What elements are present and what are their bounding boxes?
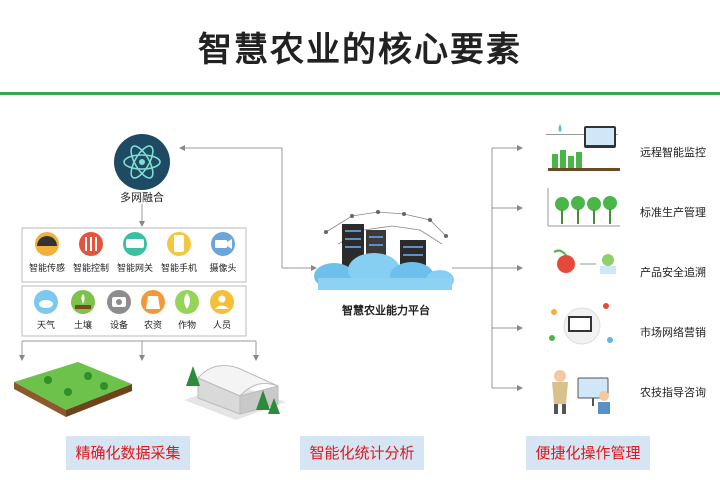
camera-icon xyxy=(215,240,227,248)
source-row: 天气 土壤 设备 农资 作物 人员 xyxy=(34,290,234,331)
svg-text:智能手机: 智能手机 xyxy=(161,262,197,274)
right-item-label: 市场网络营销 xyxy=(640,325,706,339)
svg-text:天气: 天气 xyxy=(37,319,55,331)
right-item: 农技指导咨询 xyxy=(552,370,706,414)
hub-atom-icon xyxy=(114,134,170,190)
svg-text:设备: 设备 xyxy=(110,319,128,331)
source-item: 作物 xyxy=(175,290,199,331)
source-item: 农资 xyxy=(141,290,165,331)
title-underline xyxy=(0,92,720,95)
source-item: 人员 xyxy=(210,290,234,331)
bottom-label-data-collection: 精确化数据采集 xyxy=(66,436,190,470)
control-panel-icon xyxy=(85,237,97,251)
source-item: 土壤 xyxy=(71,290,95,331)
device-item: 智能网关 xyxy=(117,232,153,274)
svg-text:智能传感: 智能传感 xyxy=(29,262,65,274)
monitoring-icon xyxy=(546,124,620,171)
production-icon xyxy=(547,188,620,227)
svg-text:人员: 人员 xyxy=(213,320,231,331)
page-title: 智慧农业的核心要素 xyxy=(198,30,522,70)
device-row: 智能传感 智能控制 智能网关 智能手机 摄像头 xyxy=(29,232,237,274)
soil-icon xyxy=(75,305,91,309)
marketing-icon xyxy=(549,303,613,345)
right-item: 标准生产管理 xyxy=(547,188,706,227)
right-item-label: 产品安全追溯 xyxy=(640,265,706,279)
bottom-label-management: 便捷化操作管理 xyxy=(526,436,650,470)
right-item-label: 农技指导咨询 xyxy=(640,385,706,399)
phone-icon xyxy=(174,235,184,252)
cloud-icon xyxy=(39,300,53,308)
device-item: 智能控制 xyxy=(73,232,109,274)
right-item-label: 标准生产管理 xyxy=(640,205,706,219)
right-item-label: 远程智能监控 xyxy=(640,145,706,159)
svg-text:土壤: 土壤 xyxy=(74,319,92,331)
source-item: 设备 xyxy=(107,290,131,331)
platform-cloud-server-icon xyxy=(314,210,454,290)
bottom-label-analysis: 智能化统计分析 xyxy=(300,436,424,470)
crop-icon xyxy=(184,293,190,309)
source-row-panel xyxy=(21,285,247,337)
connector-lines xyxy=(19,145,523,391)
hub-label: 多网融合 xyxy=(120,190,164,204)
svg-text:作物: 作物 xyxy=(178,319,196,331)
svg-text:农资: 农资 xyxy=(144,319,162,331)
device-item: 摄像头 xyxy=(209,232,237,274)
consulting-icon xyxy=(552,370,610,414)
greenhouse-illustration xyxy=(184,365,286,420)
supplies-bag-icon xyxy=(146,296,160,309)
farm-field-illustration xyxy=(14,362,132,417)
device-item: 智能传感 xyxy=(29,232,65,274)
platform-label: 智慧农业能力平台 xyxy=(342,303,430,317)
device-item: 智能手机 xyxy=(161,232,197,274)
gauge-icon xyxy=(37,236,57,246)
person-icon xyxy=(215,295,229,309)
traceability-icon xyxy=(553,249,616,274)
gateway-icon xyxy=(126,239,144,248)
svg-text:智能网关: 智能网关 xyxy=(117,262,153,274)
right-item: 产品安全追溯 xyxy=(553,249,706,279)
source-item: 天气 xyxy=(34,290,58,331)
svg-text:摄像头: 摄像头 xyxy=(209,262,236,274)
svg-text:智能控制: 智能控制 xyxy=(73,262,109,274)
right-item: 市场网络营销 xyxy=(549,303,706,345)
right-item: 远程智能监控 xyxy=(546,124,706,171)
